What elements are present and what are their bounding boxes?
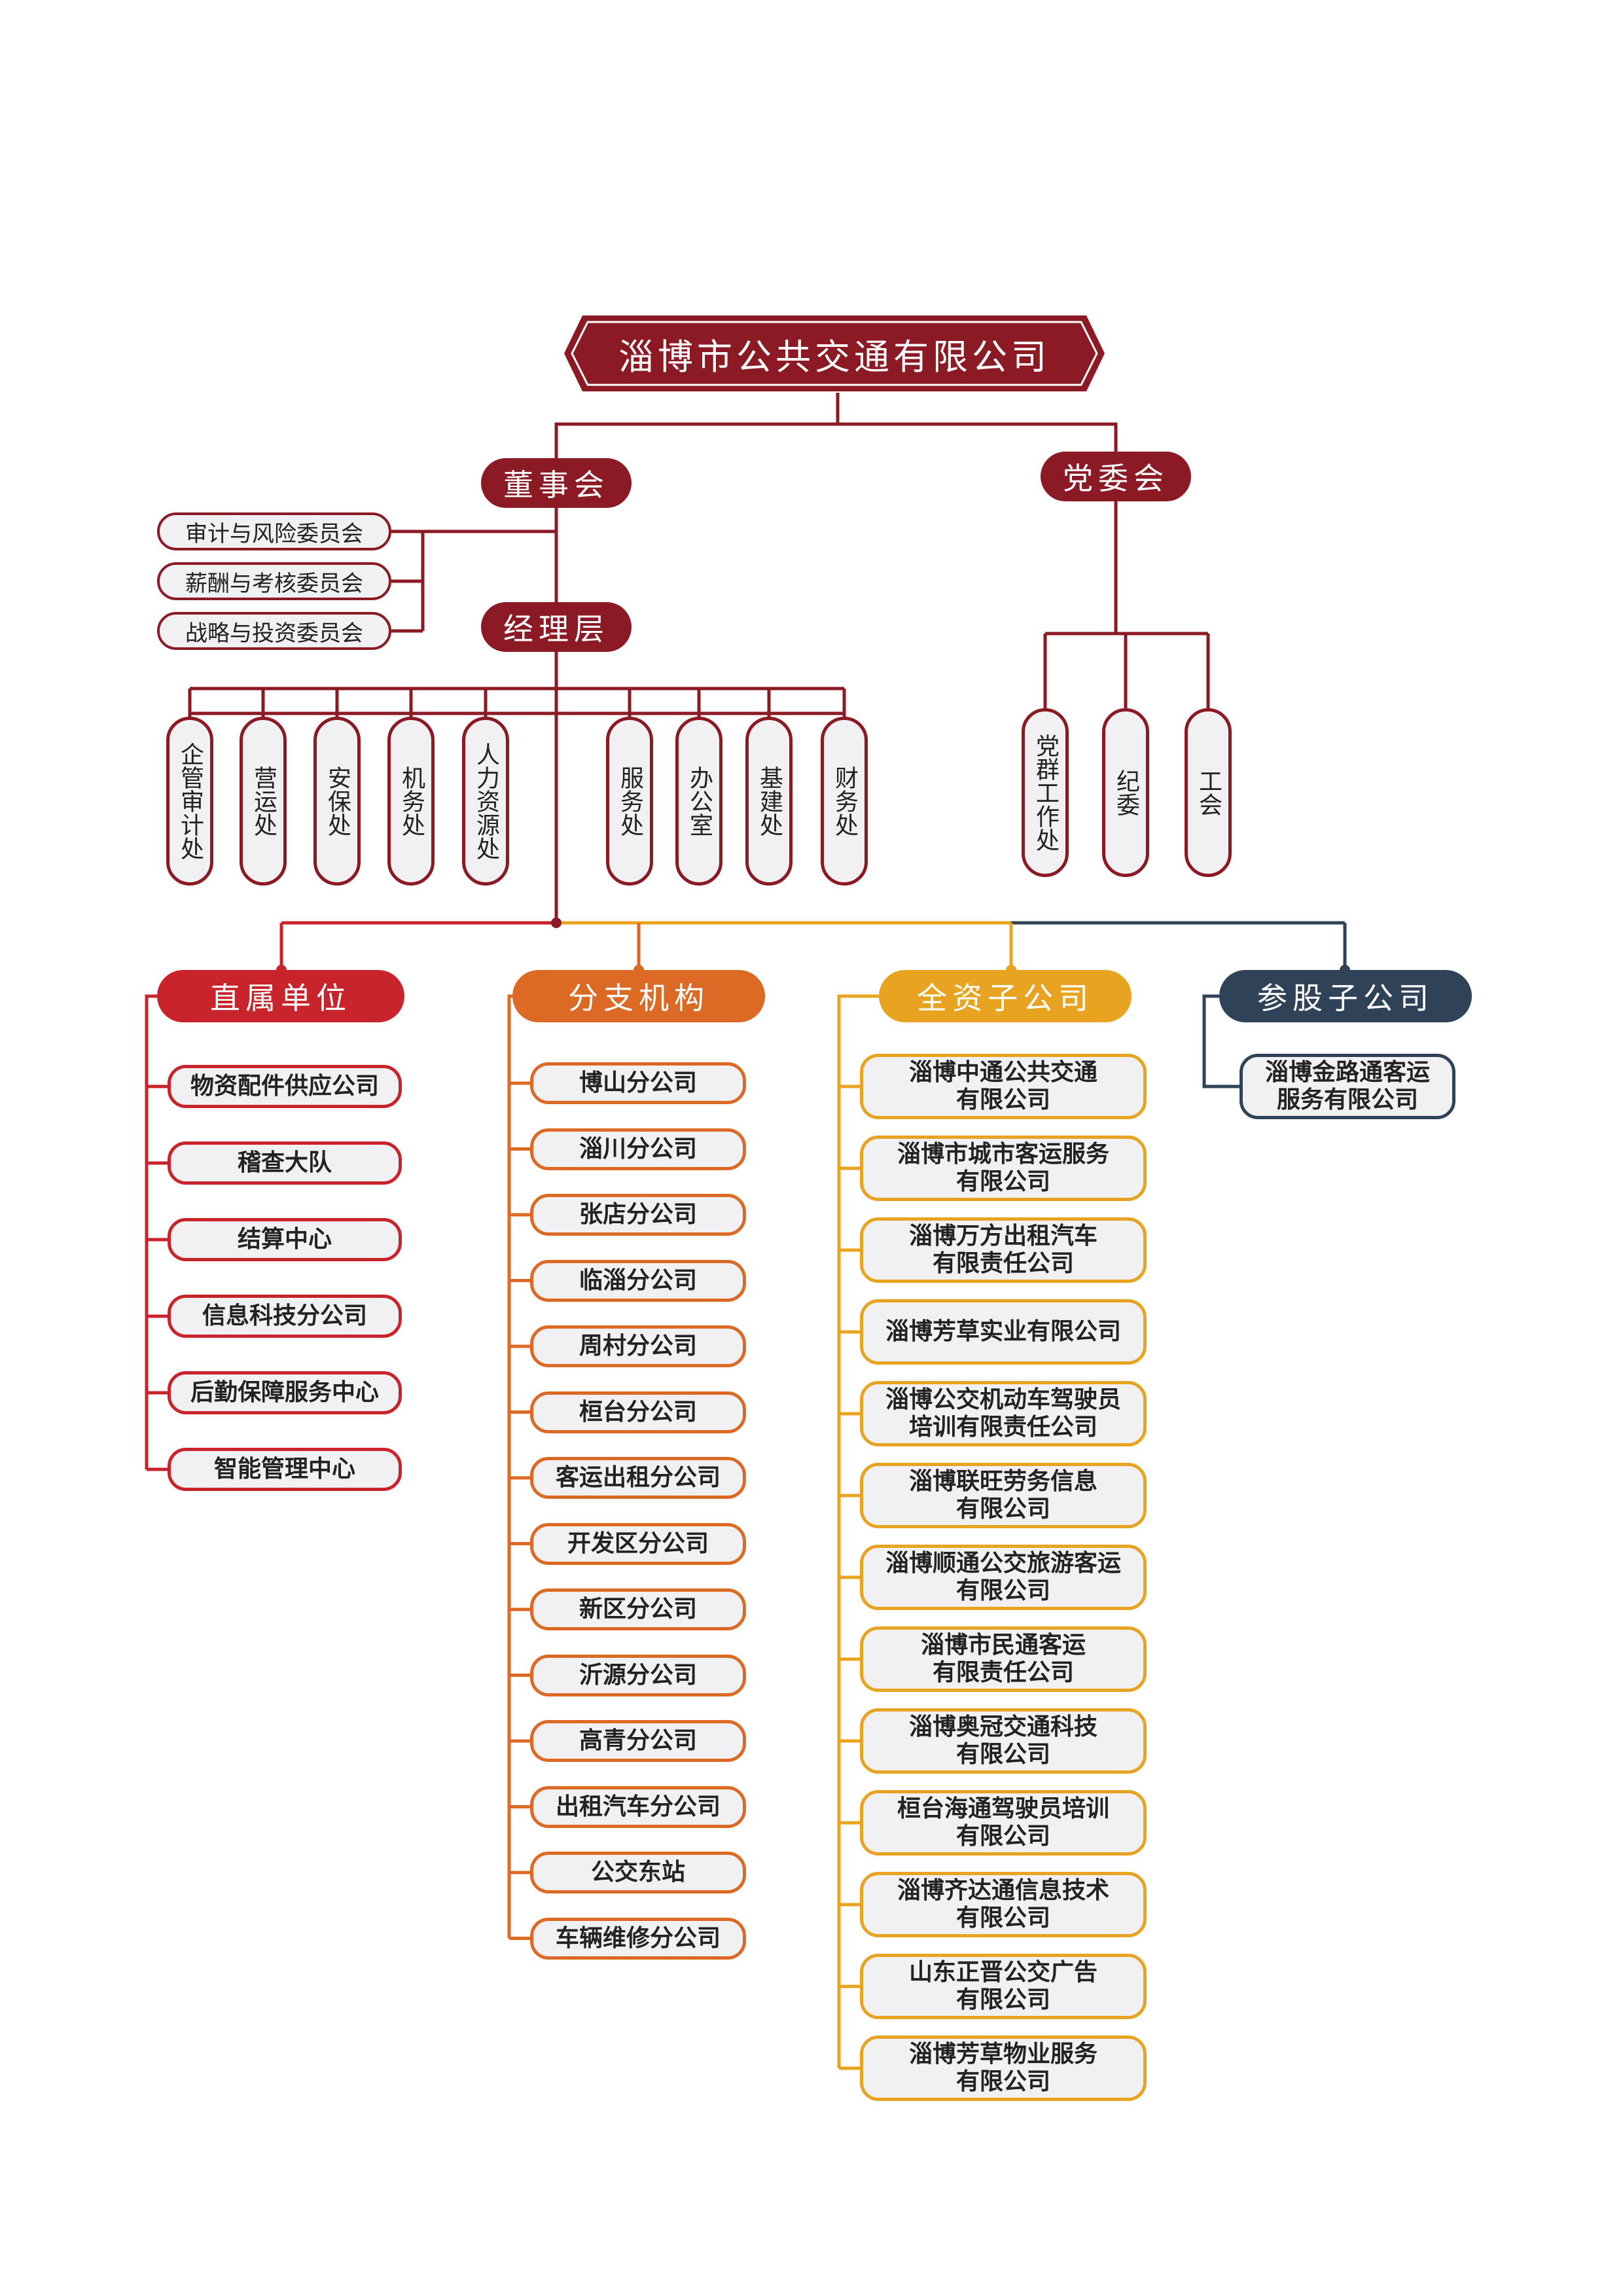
branches-item: 淄川分公司 (530, 1128, 746, 1170)
branches-item: 公交东站 (530, 1852, 746, 1893)
party-committee-node: 党委会 (1041, 452, 1191, 501)
direct_units-item: 物资配件供应公司 (168, 1065, 402, 1108)
branches-item: 车辆维修分公司 (530, 1917, 746, 1960)
party-unit-item: 工会 (1185, 708, 1232, 877)
department-item: 服务处 (606, 717, 653, 886)
wholly_owned-item: 淄博齐达通信息技术 有限公司 (860, 1872, 1147, 1937)
branches-item: 博山分公司 (530, 1062, 746, 1104)
stake-spine (1202, 994, 1240, 1088)
management-node: 经理层 (481, 602, 632, 652)
direct_units-item: 信息科技分公司 (168, 1295, 402, 1338)
direct_units-item: 后勤保障服务中心 (168, 1371, 402, 1414)
wholly_owned-item: 淄博芳草实业有限公司 (860, 1299, 1147, 1365)
department-item: 办公室 (675, 717, 722, 886)
department-item: 人力资源处 (462, 717, 509, 886)
branches-item: 沂源分公司 (530, 1654, 746, 1696)
board-node: 董事会 (481, 458, 632, 508)
category-wholly-owned: 全资子公司 (879, 970, 1132, 1022)
branches-item: 高青分公司 (530, 1720, 746, 1762)
department-item: 财务处 (821, 717, 868, 886)
branches-item: 新区分公司 (530, 1588, 746, 1630)
branches-item: 开发区分公司 (530, 1522, 746, 1565)
direct_units-item: 智能管理中心 (168, 1448, 402, 1491)
wholly_owned-item: 淄博公交机动车驾驶员 培训有限责任公司 (860, 1381, 1147, 1446)
branches-item: 客运出租分公司 (530, 1457, 746, 1499)
wholly_owned-item: 淄博万方出租汽车 有限责任公司 (860, 1217, 1147, 1283)
root-branch (554, 422, 1118, 458)
root-company-name: 淄博市公共交通有限公司 (618, 336, 1050, 378)
committee-item: 审计与风险委员会 (157, 512, 391, 550)
branches-item: 桓台分公司 (530, 1391, 746, 1433)
wholly_owned-item: 淄博中通公共交通 有限公司 (860, 1054, 1147, 1119)
junction-dot (551, 918, 562, 928)
stake_owned-item: 淄博金路通客运 服务有限公司 (1240, 1054, 1455, 1119)
department-item: 安保处 (313, 717, 361, 886)
party-unit-item: 纪委 (1102, 708, 1149, 877)
branches-item: 周村分公司 (530, 1325, 746, 1367)
wholly_owned-item: 淄博市民通客运 有限责任公司 (860, 1626, 1147, 1692)
wholly_owned-spine (837, 994, 879, 2068)
wholly_owned-item: 淄博芳草物业服务 有限公司 (860, 2036, 1147, 2101)
wholly_owned-item: 桓台海通驾驶员培训 有限公司 (860, 1790, 1147, 1856)
root-company: 淄博市公共交通有限公司 (563, 314, 1106, 393)
direct_units-item: 稽查大队 (168, 1141, 402, 1185)
department-item: 机务处 (387, 717, 435, 886)
category-branches: 分支机构 (512, 970, 765, 1022)
department-item: 基建处 (745, 717, 793, 886)
branches-spine (507, 994, 512, 1939)
direct_units-spine (145, 994, 157, 1469)
branches-item: 张店分公司 (530, 1194, 746, 1236)
wholly_owned-item: 淄博市城市客运服务 有限公司 (860, 1136, 1147, 1201)
wholly_owned-item: 淄博奥冠交通科技 有限公司 (860, 1708, 1147, 1774)
committee-item: 薪酬与考核委员会 (157, 562, 391, 600)
branches-item: 临淄分公司 (530, 1259, 746, 1302)
committee-item: 战略与投资委员会 (157, 612, 391, 650)
wholly_owned-item: 淄博顺通公交旅游客运 有限公司 (860, 1545, 1147, 1610)
category-stake-owned: 参股子公司 (1219, 970, 1472, 1022)
wholly_owned-item: 淄博联旺劳务信息 有限公司 (860, 1463, 1147, 1528)
branches-item: 出租汽车分公司 (530, 1785, 746, 1828)
wholly_owned-item: 山东正晋公交广告 有限公司 (860, 1954, 1147, 2019)
category-direct-units: 直属单位 (157, 970, 404, 1022)
department-item: 企管审计处 (166, 717, 213, 886)
department-item: 营运处 (240, 717, 287, 886)
root-banner-shape (564, 315, 1105, 391)
direct_units-item: 结算中心 (168, 1218, 402, 1261)
party-unit-item: 党群工作处 (1022, 708, 1069, 877)
